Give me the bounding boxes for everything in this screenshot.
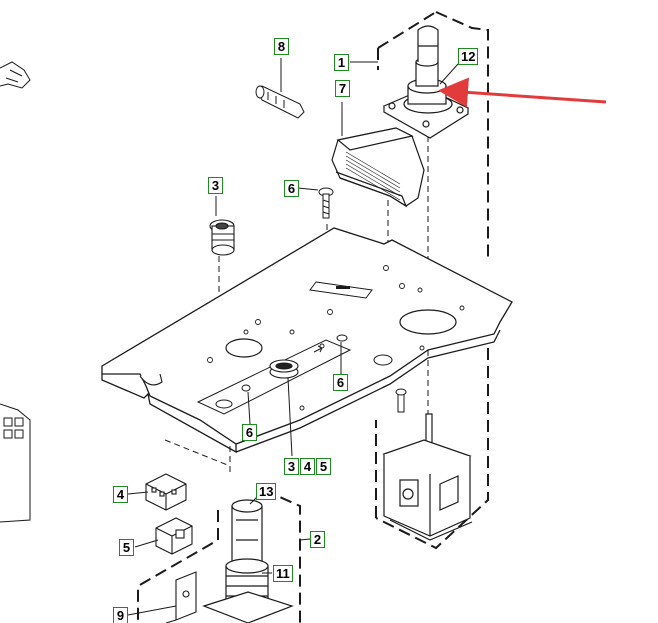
- dashed-enclosure-bottom-left: [137, 489, 301, 623]
- main-plate: [101, 227, 513, 454]
- callout-8: 8: [274, 38, 289, 55]
- red-arrow-icon: [438, 77, 607, 108]
- part-12-joystick: [382, 25, 470, 139]
- callout-13: 13: [256, 483, 277, 500]
- callout-5-left: 5: [119, 539, 134, 556]
- left-edge-part-bottom: [0, 403, 31, 523]
- callout-6-bottom: 6: [242, 424, 257, 441]
- part-6-washer-bottom: [241, 384, 251, 392]
- callout-5-bottom: 5: [316, 458, 331, 475]
- bolt-under-plate: [395, 388, 407, 413]
- callout-12: 12: [458, 48, 479, 65]
- callout-3-top: 3: [208, 177, 223, 194]
- part-4-connector: [145, 473, 187, 511]
- callout-4-bottom: 4: [300, 458, 315, 475]
- part-3-bushing: [209, 219, 235, 256]
- callout-2: 2: [310, 531, 325, 548]
- callout-1: 1: [334, 54, 349, 71]
- part-6-washer-right: [336, 334, 348, 342]
- part-7-cover: [331, 127, 425, 208]
- part-5-switch: [155, 517, 193, 555]
- callout-9: 9: [113, 607, 128, 623]
- part-8-pin: [255, 85, 305, 119]
- callout-6-top: 6: [284, 180, 299, 197]
- part-6-screw-top: [318, 187, 334, 219]
- bottom-left-mechanism: [202, 499, 294, 623]
- callout-7: 7: [335, 80, 350, 97]
- bottom-right-mechanism: [382, 413, 473, 541]
- callout-6-mid: 6: [333, 374, 348, 391]
- part-9-bracket: [165, 571, 197, 623]
- part-345-knob: [269, 359, 299, 379]
- dashed-enclosure-bottom-right: [375, 348, 489, 550]
- dashed-enclosure-top-right: [377, 11, 489, 258]
- callout-11: 11: [273, 565, 293, 582]
- callout-3-bottom: 3: [284, 458, 299, 475]
- callout-4-left: 4: [113, 486, 128, 503]
- left-edge-part-top: [0, 61, 31, 89]
